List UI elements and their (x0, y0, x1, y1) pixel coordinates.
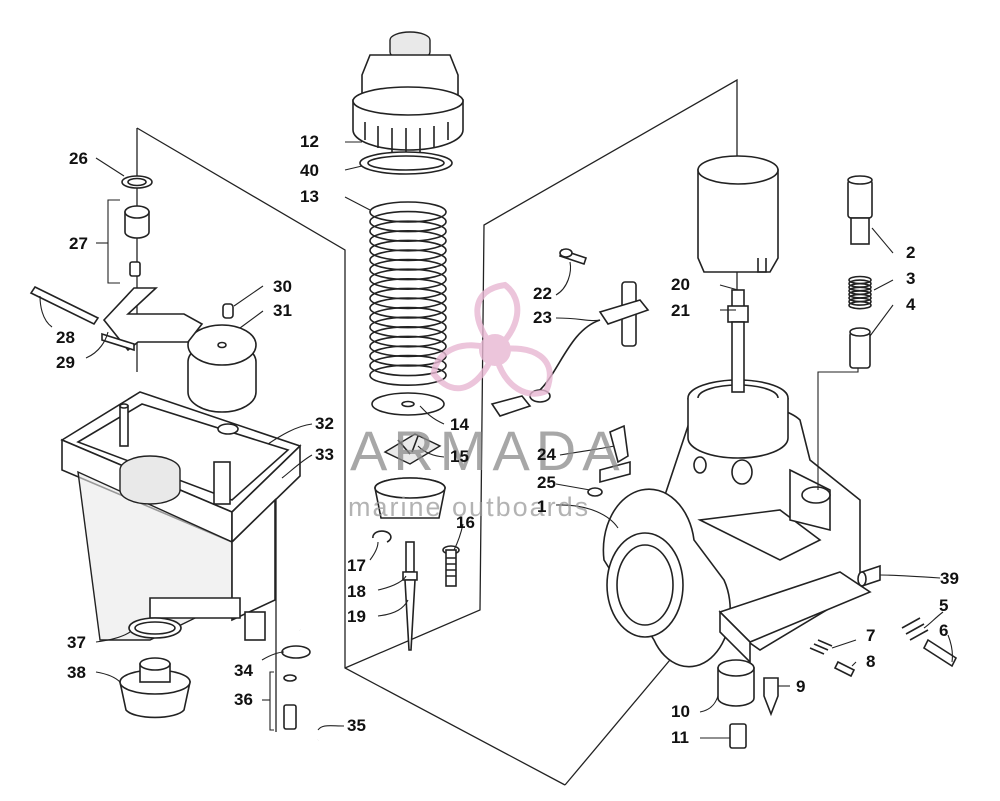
screw-washer-set-part (283, 674, 297, 730)
callout-5: 5 (939, 596, 948, 615)
callout-11: 11 (671, 728, 689, 747)
needle-valve-seat-part (849, 327, 871, 369)
callout-8: 8 (866, 652, 875, 671)
idle-spring-part (809, 639, 833, 655)
callout-21: 21 (671, 301, 690, 320)
callout-37: 37 (67, 633, 86, 652)
carburetor-top-cap-part (352, 31, 464, 152)
callout-24: 24 (537, 445, 556, 464)
callout-18: 18 (347, 582, 366, 601)
callout-23: 23 (533, 308, 552, 327)
float-pin-part (29, 285, 100, 326)
e-clip-part (372, 530, 392, 543)
callout-25: 25 (537, 473, 556, 492)
overflow-hose-part (293, 629, 322, 741)
needle-spring-part (848, 275, 872, 310)
callout-34: 34 (234, 661, 253, 680)
carburetor-body-part (602, 379, 872, 668)
float-needle-part (222, 303, 234, 319)
callout-32: 32 (315, 414, 334, 433)
screw-part (442, 545, 460, 587)
callout-31: 31 (273, 301, 292, 320)
callout-28: 28 (56, 328, 75, 347)
needle-jet-holder-part (727, 289, 749, 393)
callout-27: 27 (69, 234, 88, 253)
callout-7: 7 (866, 626, 875, 645)
callout-12: 12 (300, 132, 319, 151)
bracket-bolt-part (587, 487, 603, 497)
callout-29: 29 (56, 353, 75, 372)
callout-26: 26 (69, 149, 88, 168)
callout-10: 10 (671, 702, 690, 721)
float-bowl-part (60, 391, 302, 641)
pilot-jet-part (763, 677, 779, 717)
callout-19: 19 (347, 607, 366, 626)
callout-13: 13 (300, 187, 319, 206)
callout-20: 20 (671, 275, 690, 294)
throttle-slide-part (697, 155, 779, 273)
callout-2: 2 (906, 243, 915, 262)
jet-needle-part (402, 541, 418, 651)
float-arm-part (101, 287, 204, 352)
throttle-valve-cup-part (374, 477, 446, 519)
callout-14: 14 (450, 415, 469, 434)
adjuster-spring-part (901, 617, 929, 641)
cap-o-ring-part (359, 151, 453, 175)
callout-39: 39 (940, 569, 959, 588)
callout-4: 4 (906, 295, 916, 314)
bracket-screw-part (558, 248, 588, 266)
callout-6: 6 (939, 621, 948, 640)
callout-35: 35 (347, 716, 366, 735)
main-jet-holder-part (717, 659, 755, 707)
drain-plug-part (119, 657, 191, 719)
callout-38: 38 (67, 663, 86, 682)
watermark-tagline: marine outboards (348, 492, 590, 522)
callout-labels: 1 2 3 4 5 6 7 8 9 10 11 12 13 14 15 16 1… (56, 132, 959, 747)
callout-9: 9 (796, 677, 805, 696)
needle-retainer-part (383, 433, 442, 465)
hose-clamp-part (281, 645, 311, 659)
callout-16: 16 (456, 513, 475, 532)
needle-valve-part (121, 175, 153, 277)
propeller-logo-icon (430, 281, 553, 397)
callout-33: 33 (315, 445, 334, 464)
callout-30: 30 (273, 277, 292, 296)
leader-lines (39, 141, 953, 739)
main-jet-part (729, 723, 747, 749)
callout-1: 1 (537, 497, 546, 516)
float-part (187, 324, 257, 413)
callout-40: 40 (300, 161, 319, 180)
watermark-brand: ARMADA (350, 419, 626, 482)
adjuster-screw-part (922, 638, 958, 668)
callout-22: 22 (533, 284, 552, 303)
spring-seat-washer-part (371, 392, 445, 416)
cable-bracket-part (599, 424, 631, 484)
assembly-frame-lines (136, 78, 738, 786)
callout-15: 15 (450, 447, 469, 466)
throttle-spring-part (369, 201, 447, 387)
armada-watermark: ARMADA marine outboards (348, 281, 626, 522)
plug-part (857, 564, 881, 588)
fuel-inlet-fitting-part (847, 175, 873, 245)
callout-17: 17 (347, 556, 366, 575)
callout-3: 3 (906, 269, 915, 288)
callout-36: 36 (234, 690, 253, 709)
drain-plug-o-ring-part (128, 617, 182, 639)
idle-screw-part (833, 660, 856, 678)
